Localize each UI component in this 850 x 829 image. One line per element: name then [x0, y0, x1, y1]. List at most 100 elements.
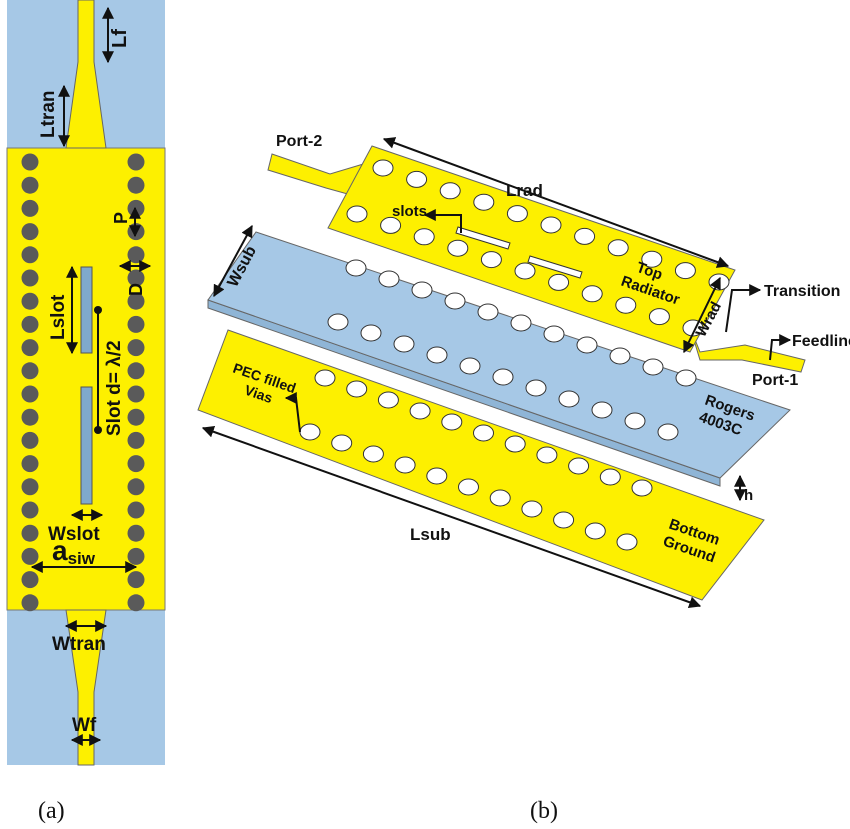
via-hole: [615, 296, 637, 314]
lrad-label: Lrad: [506, 181, 543, 200]
slot-distance-label: Slot d= λ/2: [104, 340, 125, 436]
via-hole: [510, 314, 532, 332]
via: [21, 455, 39, 473]
via-hole: [314, 369, 336, 387]
via-hole: [299, 423, 321, 441]
via: [21, 246, 39, 264]
via-hole: [413, 228, 435, 246]
via-hole: [648, 308, 670, 326]
port1-label: Port-1: [752, 372, 798, 389]
via: [127, 478, 145, 496]
via: [21, 385, 39, 403]
via-hole: [394, 456, 416, 474]
via-hole: [346, 205, 368, 223]
via: [127, 501, 145, 519]
lrad-arrow: [382, 137, 730, 268]
via-hole: [540, 216, 562, 234]
via-hole: [345, 259, 367, 277]
lsub-label: Lsub: [410, 525, 451, 544]
via-hole: [480, 251, 502, 269]
via-hole: [576, 336, 598, 354]
via-hole: [378, 270, 400, 288]
via-hole: [331, 434, 353, 452]
h-label: h: [744, 487, 753, 504]
via: [127, 524, 145, 542]
via-hole: [581, 285, 603, 303]
via-hole: [543, 325, 565, 343]
via-hole: [426, 467, 448, 485]
via-hole: [360, 324, 382, 342]
caption-b: (b): [530, 798, 558, 824]
via-hole: [473, 193, 495, 211]
via: [127, 292, 145, 310]
via-hole: [568, 457, 590, 475]
via-hole: [473, 424, 494, 442]
via: [21, 594, 39, 612]
caption-a: (a): [38, 798, 65, 824]
wrad-arrow: [683, 276, 721, 354]
feedline-label: Feedline: [792, 333, 850, 350]
via: [21, 547, 39, 565]
via: [127, 362, 145, 380]
asiw-label: asiw: [52, 535, 96, 568]
d-label: D: [126, 283, 146, 296]
via-hole: [409, 402, 431, 420]
p-label: P: [111, 212, 131, 224]
via: [21, 524, 39, 542]
via-hole: [406, 170, 428, 188]
slots-pointer: [423, 209, 462, 233]
port2-label: Port-2: [276, 133, 322, 150]
via-hole: [642, 358, 664, 376]
via-hole: [459, 357, 481, 375]
via-hole: [616, 533, 638, 551]
slot-center-dot-1: [94, 306, 102, 314]
via-hole: [444, 292, 466, 310]
via: [127, 385, 145, 403]
via-hole: [447, 239, 469, 257]
via: [127, 431, 145, 449]
panel-b: Port-2 Lrad slots Top Radiator Wrad Tran…: [197, 133, 850, 824]
radiating-slot-2: [80, 386, 93, 505]
lsub-arrow: [201, 425, 702, 609]
via-hole: [675, 369, 697, 387]
via-hole: [609, 347, 631, 365]
via: [127, 455, 145, 473]
via-hole: [458, 478, 479, 496]
via: [21, 362, 39, 380]
via: [21, 153, 39, 171]
via-hole: [426, 346, 448, 364]
via: [21, 315, 39, 333]
siw-via-rows: [21, 153, 145, 612]
via-hole: [441, 413, 463, 431]
via: [21, 199, 39, 217]
lf-label: Lf: [109, 29, 131, 48]
wsub-arrow: [213, 224, 253, 298]
via: [21, 292, 39, 310]
via-hole: [377, 391, 399, 409]
via: [127, 339, 145, 357]
via-hole: [504, 435, 526, 453]
ltran-label: Ltran: [38, 91, 59, 139]
via: [21, 408, 39, 426]
via-hole: [327, 313, 349, 331]
via-hole: [372, 159, 394, 177]
via: [21, 571, 39, 589]
via-hole: [521, 500, 543, 518]
wslot-label: Wslot: [48, 524, 100, 545]
via-hole: [674, 262, 696, 280]
via: [21, 223, 39, 241]
via: [21, 431, 39, 449]
via: [21, 176, 39, 194]
via: [21, 501, 39, 519]
slot-center-dot-2: [94, 426, 102, 434]
wtran-label: Wtran: [52, 634, 106, 655]
via: [127, 269, 145, 287]
via-hole: [548, 273, 570, 291]
wf-label: Wf: [72, 715, 97, 736]
via-hole: [346, 380, 368, 398]
via-hole: [362, 445, 384, 463]
via-hole: [525, 379, 547, 397]
via: [127, 176, 145, 194]
via-hole: [631, 479, 653, 497]
substrate-vias: [327, 259, 697, 441]
